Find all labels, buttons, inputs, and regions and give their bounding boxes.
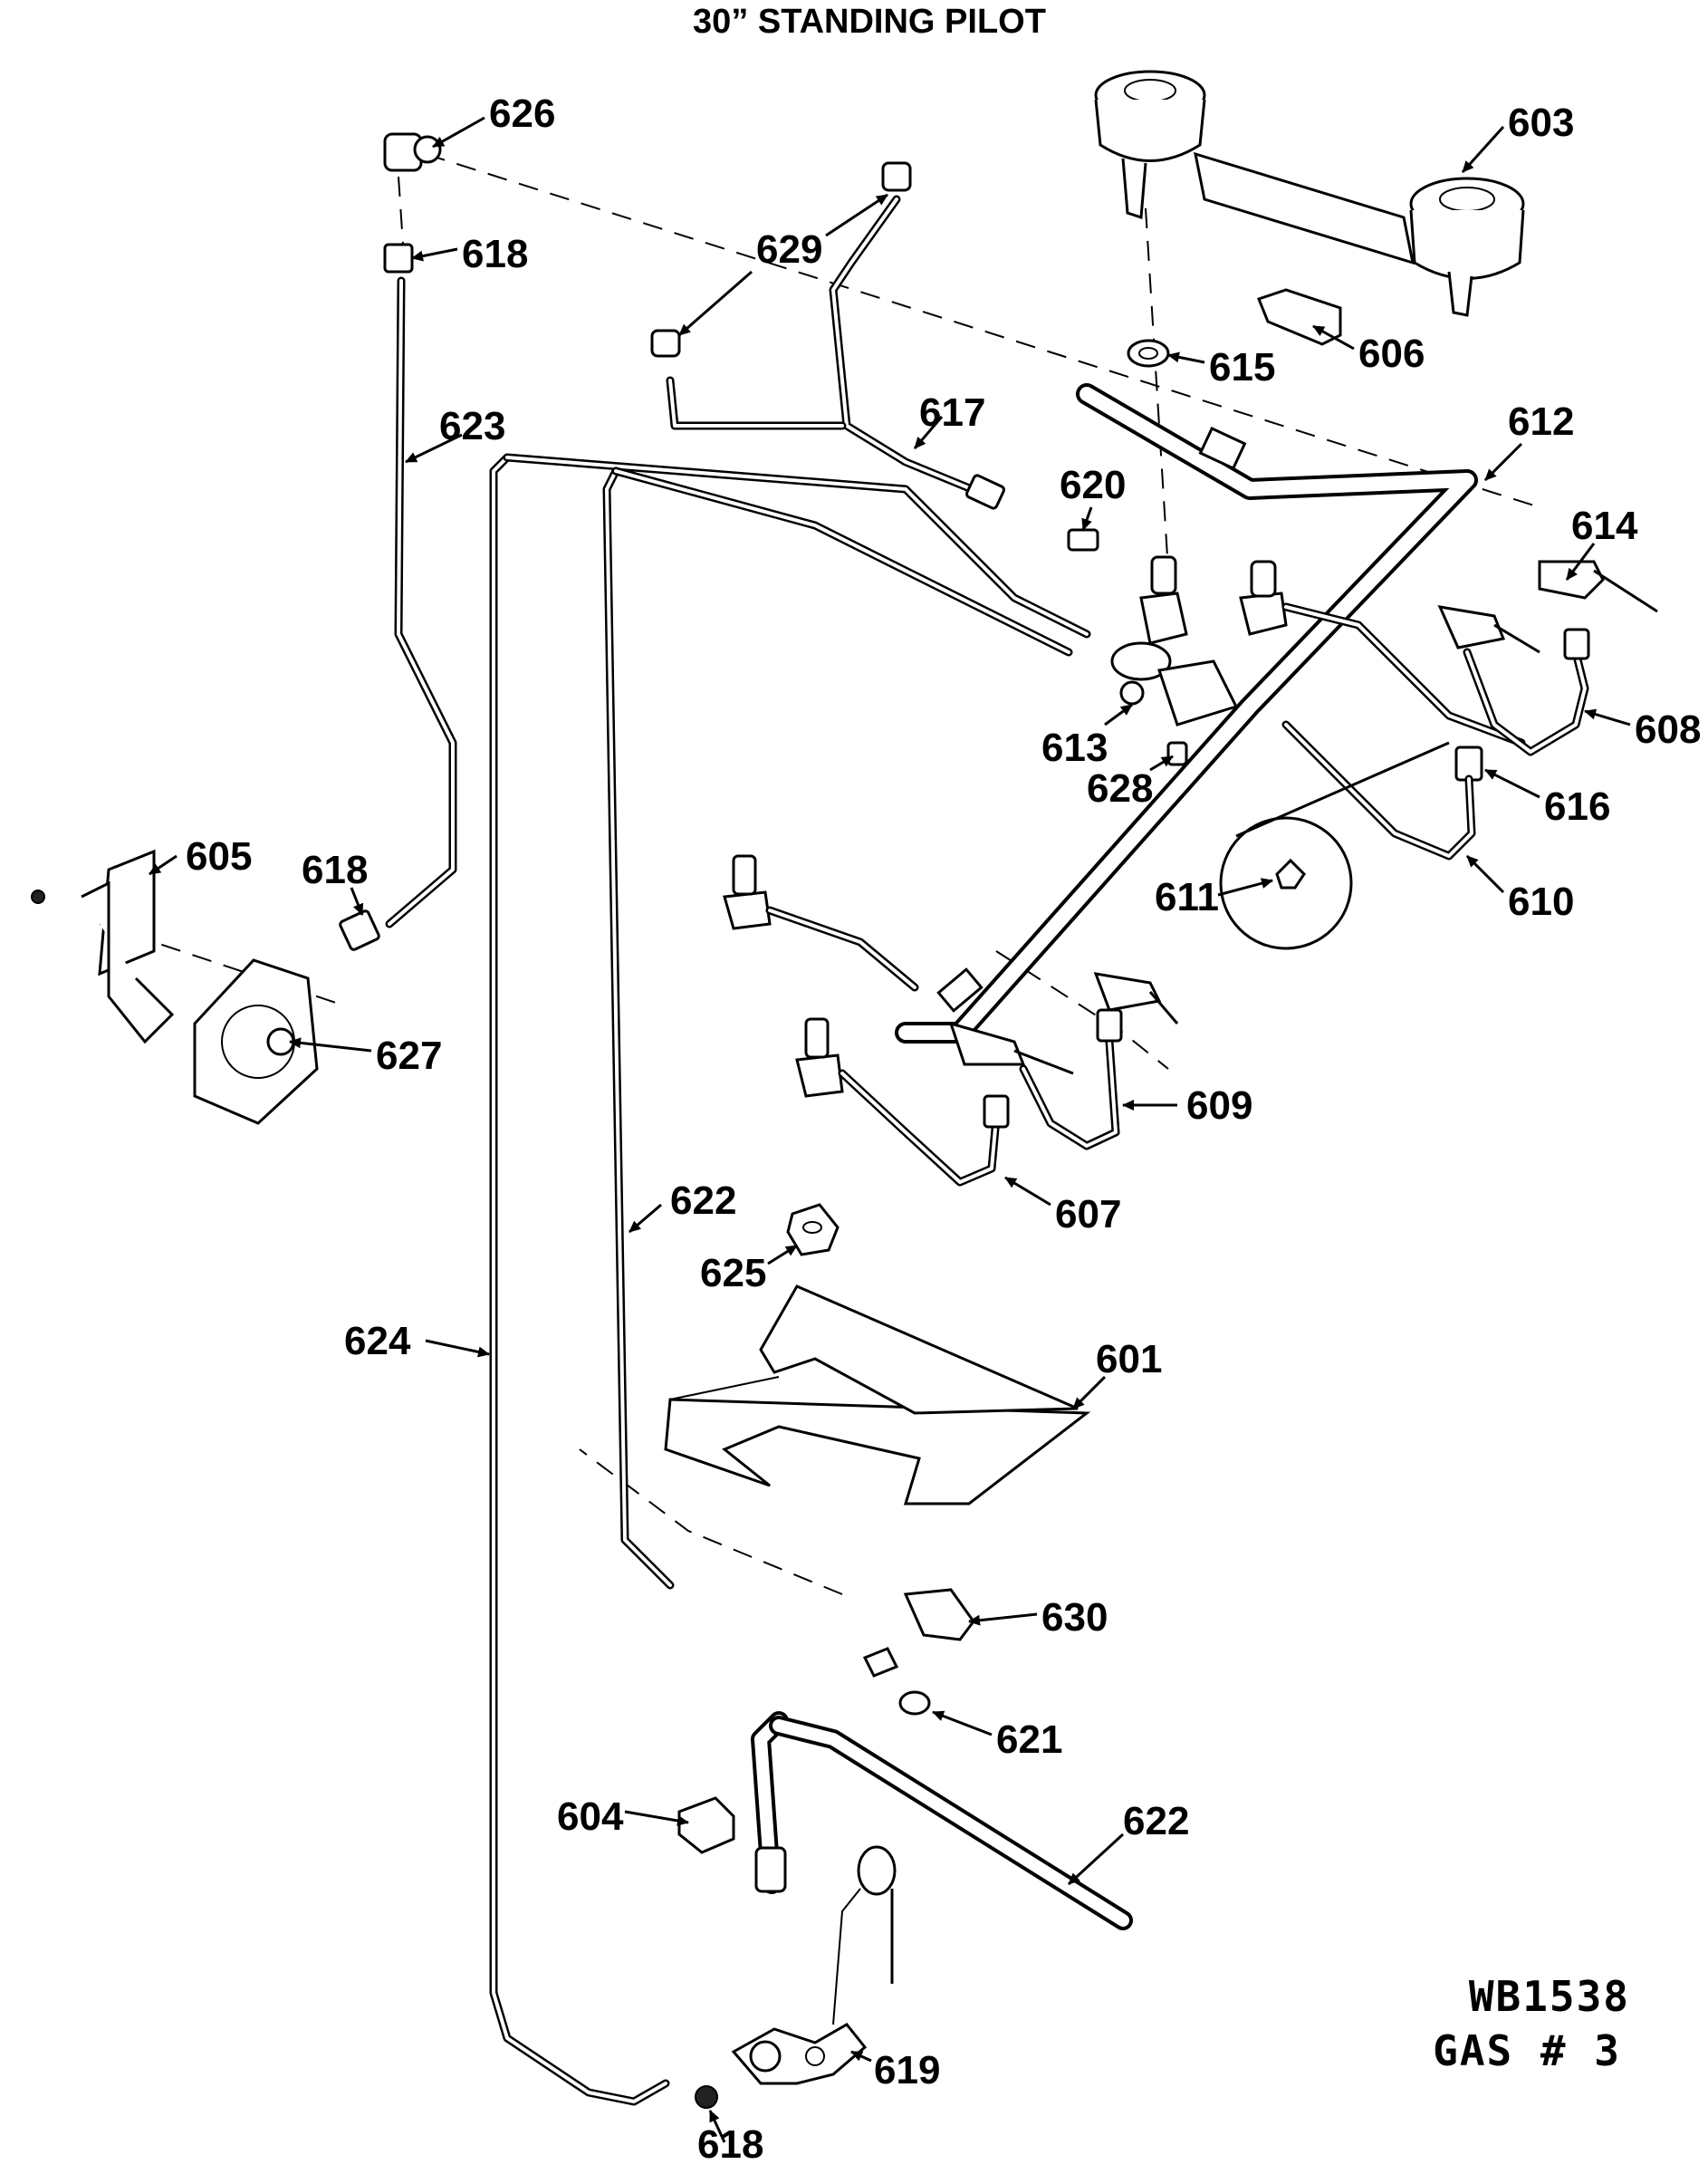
callout-623: 623: [439, 404, 505, 448]
orifice-holder-right: [1437, 605, 1540, 654]
callout-601: 601: [1096, 1337, 1162, 1381]
burner-valve-lower-mid: [795, 1017, 1001, 1187]
screw-628: [1166, 741, 1188, 766]
pilot-tubing-617: [650, 161, 1005, 510]
pilot-valve-613: [1110, 641, 1239, 726]
burner-valve-upper-right: [1239, 560, 1526, 747]
callout-628: 628: [1087, 766, 1153, 811]
callout-613: 613: [1041, 726, 1108, 770]
tube-607: [983, 1094, 1010, 1129]
diagram-title: 30” STANDING PILOT: [693, 3, 1046, 41]
callout-609: 609: [1186, 1083, 1252, 1128]
callout-618-bottom: 618: [697, 2122, 763, 2167]
manifold-612: [895, 383, 1478, 1044]
tube-623: [385, 276, 457, 928]
callout-622-upper: 622: [670, 1178, 736, 1223]
fitting-618-top: [383, 243, 414, 274]
top-burners-603: [1094, 70, 1525, 317]
callout-621: 621: [996, 1717, 1062, 1762]
callout-627: 627: [376, 1034, 442, 1078]
callout-618-left: 618: [302, 848, 368, 892]
callout-615: 615: [1209, 345, 1275, 390]
callout-612: 612: [1508, 399, 1574, 444]
callout-629: 629: [756, 227, 822, 272]
leader-lines: [149, 116, 1631, 2143]
tube-610: [1281, 720, 1476, 861]
clip-621: [862, 1647, 931, 1716]
callout-626: 626: [489, 91, 555, 136]
thermocouple: [832, 1845, 897, 2025]
bracket-630: [903, 1588, 975, 1641]
callout-labels: 626 603 618 629 606 615 623 617 612 620 …: [186, 91, 1701, 2167]
bracket-605: [31, 849, 175, 1044]
callout-606: 606: [1358, 332, 1425, 376]
safety-valve-619: [695, 2023, 868, 2109]
callout-610: 610: [1508, 880, 1574, 924]
nut-615: [1127, 339, 1170, 368]
callout-624: 624: [344, 1319, 411, 1363]
nut-625: [786, 1203, 840, 1256]
callout-603: 603: [1508, 101, 1574, 145]
elbow-626: [383, 132, 442, 172]
callout-611: 611: [1155, 875, 1219, 919]
drawing-subcode: GAS # 3: [1433, 2026, 1621, 2075]
tube-622-upper: [602, 467, 1073, 1590]
callout-620: 620: [1060, 463, 1126, 507]
burner-valve-lower-left: [723, 854, 919, 992]
tube-624: [489, 453, 1091, 2106]
callout-617: 617: [919, 390, 985, 435]
callout-622-lower: 622: [1123, 1799, 1189, 1843]
callout-625: 625: [700, 1251, 766, 1295]
bracket-606: [1257, 288, 1342, 346]
air-shutter-614: [1538, 560, 1658, 613]
callout-630: 630: [1041, 1595, 1108, 1640]
fitting-618-left: [339, 909, 380, 951]
orifice-holder-lower: [948, 972, 1179, 1075]
detail-611: [1219, 741, 1450, 950]
callout-607: 607: [1055, 1192, 1121, 1236]
callout-605: 605: [186, 834, 252, 879]
manifold-622-lower: [751, 1711, 1133, 1930]
shield-601: [664, 1284, 1091, 1505]
callout-614: 614: [1571, 504, 1638, 548]
callout-608: 608: [1635, 707, 1701, 752]
tube-608: [1463, 628, 1590, 756]
tube-609: [1019, 1008, 1123, 1150]
fitting-620: [1067, 528, 1099, 552]
callout-616: 616: [1544, 784, 1610, 829]
callout-604: 604: [557, 1794, 624, 1839]
burner-valve-upper-left: [1139, 555, 1188, 645]
drawing-code: WB1538: [1469, 1972, 1630, 2021]
callout-618-top: 618: [462, 232, 528, 276]
bracket-604: [677, 1796, 735, 1854]
callout-619: 619: [874, 2048, 940, 2092]
regulator-627: [193, 958, 319, 1125]
